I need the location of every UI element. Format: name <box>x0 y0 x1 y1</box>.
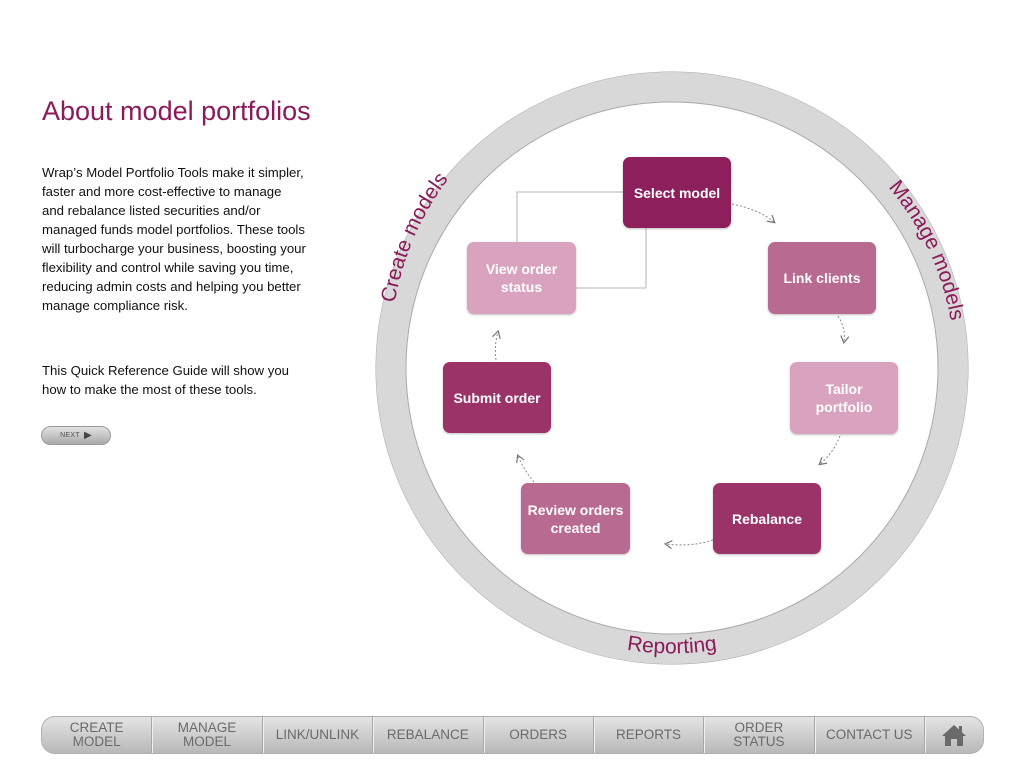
status-connector-return <box>576 228 647 289</box>
step-label: Link clients <box>783 270 861 286</box>
nav-rebalance[interactable]: REBALANCE <box>373 717 484 753</box>
step-label: Submit order <box>453 389 541 406</box>
nav-label: REPORTS <box>616 727 682 742</box>
step-label: Select model <box>633 184 721 201</box>
nav-contact-us[interactable]: CONTACT US <box>815 717 925 753</box>
next-button-label: NEXT <box>60 432 80 439</box>
ring-band <box>376 72 968 664</box>
flow-arrow-link-tailor <box>837 315 850 345</box>
play-triangle-icon: ▶ <box>83 430 92 441</box>
reporting-label: Reporting <box>626 632 718 658</box>
nav-reports[interactable]: REPORTS <box>594 717 705 753</box>
nav-label: REBALANCE <box>386 727 469 742</box>
flow-arrow-submit-status <box>492 329 501 361</box>
flow-arrow-tailor-rebalance <box>818 435 841 466</box>
step-label: View order status <box>485 261 558 295</box>
nav-link-unlink[interactable]: LINK/UNLINK <box>263 717 374 753</box>
flow-arrow-review-submit <box>516 453 535 483</box>
step-rebalance: Rebalance <box>713 483 821 554</box>
step-label: Rebalance <box>731 510 803 527</box>
step-link-clients: Link clients <box>768 242 876 314</box>
process-diagram: Create models Manage models Reporting <box>375 71 969 665</box>
page-title: About model portfolios <box>42 96 311 126</box>
step-label: Review orders created <box>527 501 624 536</box>
nav-label: ORDERS <box>509 727 568 742</box>
next-button[interactable]: NEXT ▶ <box>41 426 111 445</box>
step-view-order-status: View order status <box>467 242 576 314</box>
step-review-orders: Review orders created <box>521 483 630 554</box>
step-label: Tailor portfolio <box>815 381 873 415</box>
nav-create-model[interactable]: CREATE MODEL <box>42 717 153 753</box>
bottom-nav: CREATE MODEL MANAGE MODEL LINK/UNLINK RE… <box>41 716 984 754</box>
flow-arrow-select-link <box>731 203 776 224</box>
step-select-model: Select model <box>623 157 731 228</box>
home-icon <box>942 725 966 746</box>
step-tailor-portfolio: Tailor portfolio <box>790 362 898 434</box>
step-submit-order: Submit order <box>443 362 551 433</box>
nav-label: LINK/UNLINK <box>275 727 360 742</box>
nav-label: MANAGE MODEL <box>177 720 237 749</box>
nav-label: ORDER STATUS <box>733 720 785 749</box>
nav-order-status[interactable]: ORDER STATUS <box>704 717 815 753</box>
nav-orders[interactable]: ORDERS <box>484 717 594 753</box>
status-connector <box>516 191 624 242</box>
nav-home[interactable] <box>925 717 983 753</box>
guide-paragraph: This Quick Reference Guide will show you… <box>42 363 290 397</box>
nav-manage-model[interactable]: MANAGE MODEL <box>152 717 263 753</box>
nav-label: CONTACT US <box>826 727 913 742</box>
intro-paragraph: Wrap’s Model Portfolio Tools make it sim… <box>42 165 306 313</box>
nav-label: CREATE MODEL <box>69 720 124 749</box>
